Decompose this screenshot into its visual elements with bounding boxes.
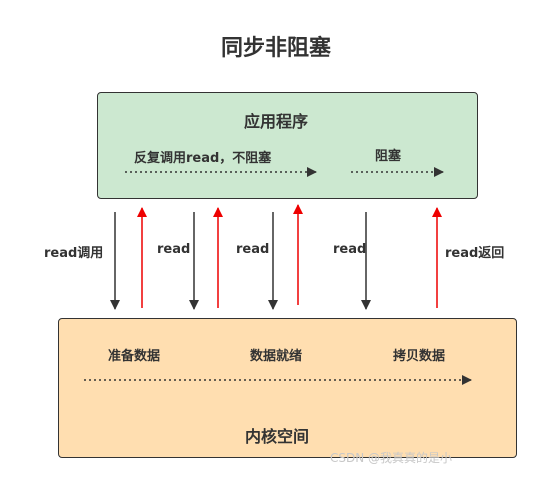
diagram-title: 同步非阻塞 [220, 36, 331, 61]
kernel-title: 内核空间 [245, 427, 310, 446]
application-box [97, 92, 478, 199]
application-title: 应用程序 [244, 112, 309, 131]
kernel-box [58, 318, 517, 458]
stage-data-ready: 数据就绪 [250, 349, 303, 364]
read-return-label: read返回 [445, 246, 505, 261]
stage-copy-data: 拷贝数据 [393, 349, 446, 364]
read-label-1: read [157, 242, 191, 257]
read-call-label: read调用 [44, 246, 104, 261]
repeated-read-text: 反复调用read，不阻塞 [134, 151, 272, 166]
read-label-3: read [333, 242, 367, 257]
watermark: CSDN @我真真的是小 [330, 451, 453, 465]
stage-prepare-data: 准备数据 [108, 349, 161, 364]
read-label-2: read [236, 242, 270, 257]
blocking-text: 阻塞 [375, 149, 402, 164]
